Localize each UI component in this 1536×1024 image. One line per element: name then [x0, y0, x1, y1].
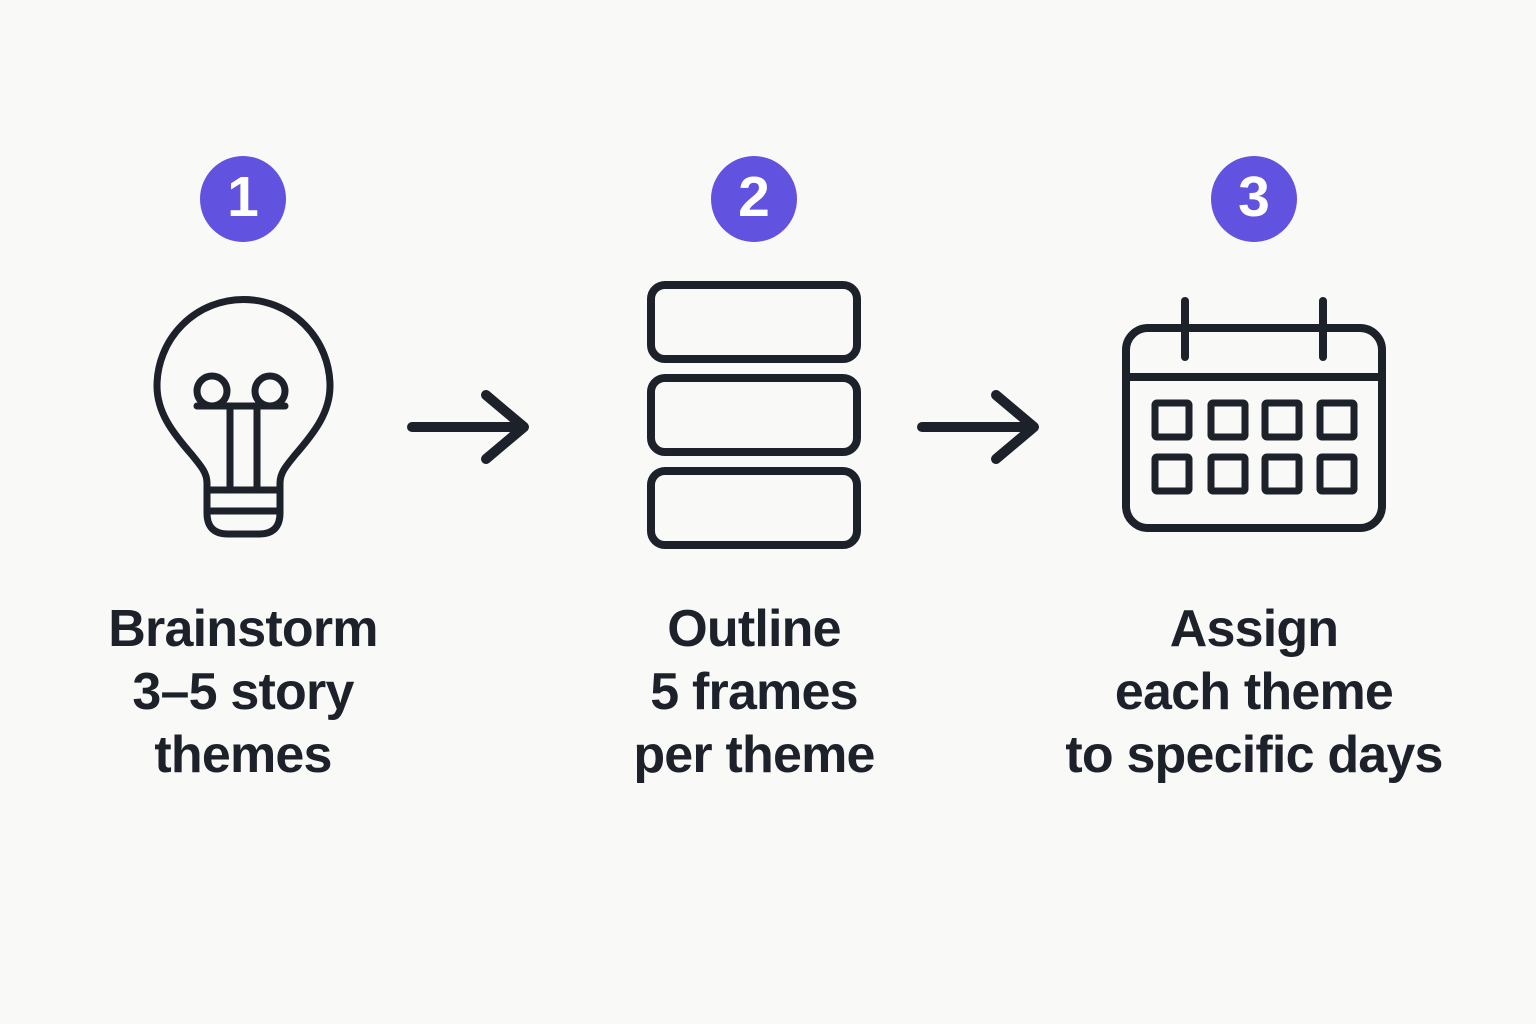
frames-stack-icon — [647, 281, 861, 549]
arrow-right-icon — [916, 387, 1044, 467]
caption-line: Assign — [1169, 600, 1339, 658]
step-3-caption: Assign each theme to specific days — [1065, 598, 1443, 787]
step-3: 3 Assign eac — [1034, 156, 1474, 787]
step-1: 1 Brainstorm 3–5 story themes — [23, 156, 463, 787]
step-2-icon-area — [534, 270, 974, 560]
caption-line: 3–5 story — [132, 663, 354, 721]
calendar-icon — [1122, 297, 1386, 532]
step-2-number: 2 — [738, 164, 770, 229]
step-1-number-badge: 1 — [200, 156, 286, 242]
caption-line: per theme — [633, 726, 875, 784]
step-2: 2 Outline 5 frames per theme — [534, 156, 974, 787]
caption-line: Brainstorm — [108, 600, 378, 658]
lightbulb-icon — [153, 295, 333, 537]
step-1-caption: Brainstorm 3–5 story themes — [108, 598, 378, 787]
caption-line: Outline — [667, 600, 841, 658]
step-1-number: 1 — [227, 164, 259, 229]
caption-line: themes — [154, 726, 332, 784]
step-3-number: 3 — [1238, 164, 1270, 229]
caption-line: to specific days — [1065, 726, 1443, 784]
step-3-icon-area — [1034, 270, 1474, 560]
step-1-icon-area — [23, 270, 463, 560]
caption-line: 5 frames — [650, 663, 858, 721]
arrow-right-icon — [406, 387, 534, 467]
step-2-caption: Outline 5 frames per theme — [633, 598, 875, 787]
caption-line: each theme — [1114, 663, 1394, 721]
step-2-number-badge: 2 — [711, 156, 797, 242]
step-3-number-badge: 3 — [1211, 156, 1297, 242]
